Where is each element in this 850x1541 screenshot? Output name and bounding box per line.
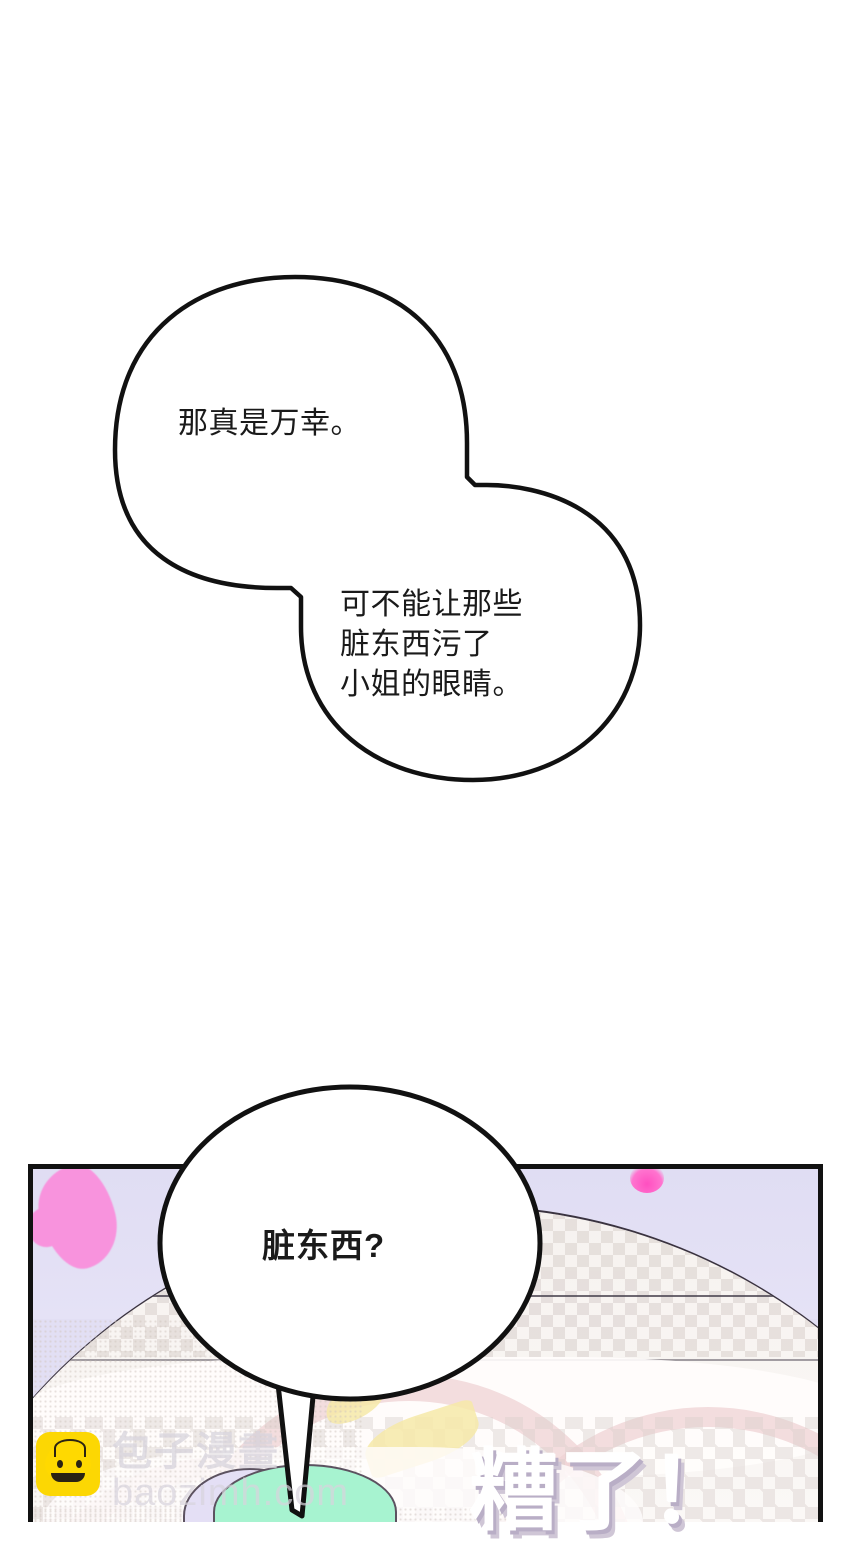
speech-bubble-group-upper — [112, 274, 643, 783]
sfx-text: 糟了！ — [470, 1442, 741, 1541]
watermark: 包子漫畫 baozimh.com — [36, 1432, 349, 1512]
watermark-cn: 包子漫畫 — [112, 1430, 280, 1474]
bubble-upper-text: 那真是万幸。 — [178, 407, 361, 440]
bun-mouth — [51, 1473, 85, 1482]
bubble-lower-text: 可不能让那些 脏东西污了 小姐的眼睛。 — [340, 588, 523, 701]
bun-eye-right — [76, 1460, 82, 1468]
bun-eye-left — [57, 1460, 63, 1468]
watermark-en: baozimh.com — [112, 1472, 349, 1514]
speech-bubble-panel — [157, 1084, 543, 1402]
bubble-panel-text: 脏东西? — [262, 1227, 386, 1264]
watermark-text: 包子漫畫 baozimh.com — [112, 1432, 349, 1512]
baozi-bun-icon — [36, 1432, 100, 1496]
bubble-panel-shape — [157, 1084, 543, 1402]
magenta-dot — [630, 1169, 664, 1193]
bun-body — [45, 1439, 91, 1482]
speech-bubble-upper-shape — [112, 274, 643, 783]
